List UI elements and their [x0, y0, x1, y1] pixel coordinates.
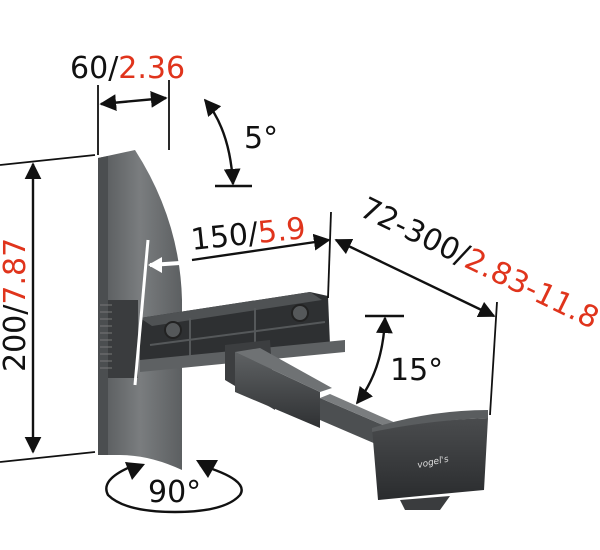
- plate-slot: [108, 300, 138, 378]
- dim-arm-depth: 150/5.9: [189, 211, 332, 299]
- swivel-arrow-icon: [196, 460, 218, 478]
- angle-wall-tilt: 5°: [203, 98, 278, 188]
- wall-tilt-label: 5°: [244, 121, 278, 156]
- telescopic-arm: [225, 340, 398, 450]
- wall-plate: [98, 150, 182, 470]
- angle-arm-tilt: 15°: [355, 314, 443, 405]
- dim-arm-extension: 72-300/2.83-11.8: [334, 191, 600, 416]
- screw-icon: [164, 321, 182, 339]
- plate-height-label: 200/7.87: [0, 238, 33, 372]
- dim-plate-height: 200/7.87: [0, 154, 96, 463]
- arm-extension-label: 72-300/2.83-11.8: [354, 191, 600, 337]
- dim-plate-width: 60/2.36: [70, 51, 185, 155]
- angle-swivel: 90°: [105, 460, 243, 514]
- arm-depth-label: 150/5.9: [189, 211, 307, 258]
- swivel-label: 90°: [148, 475, 201, 510]
- plate-width-label: 60/2.36: [70, 51, 185, 86]
- arm-tilt-label: 15°: [390, 353, 443, 388]
- speaker-cup: vogel's: [372, 410, 488, 510]
- screw-icon: [291, 304, 309, 322]
- white-arrow-icon: [148, 257, 162, 273]
- reference-line: [133, 239, 150, 386]
- swivel-arrow-icon: [125, 462, 145, 480]
